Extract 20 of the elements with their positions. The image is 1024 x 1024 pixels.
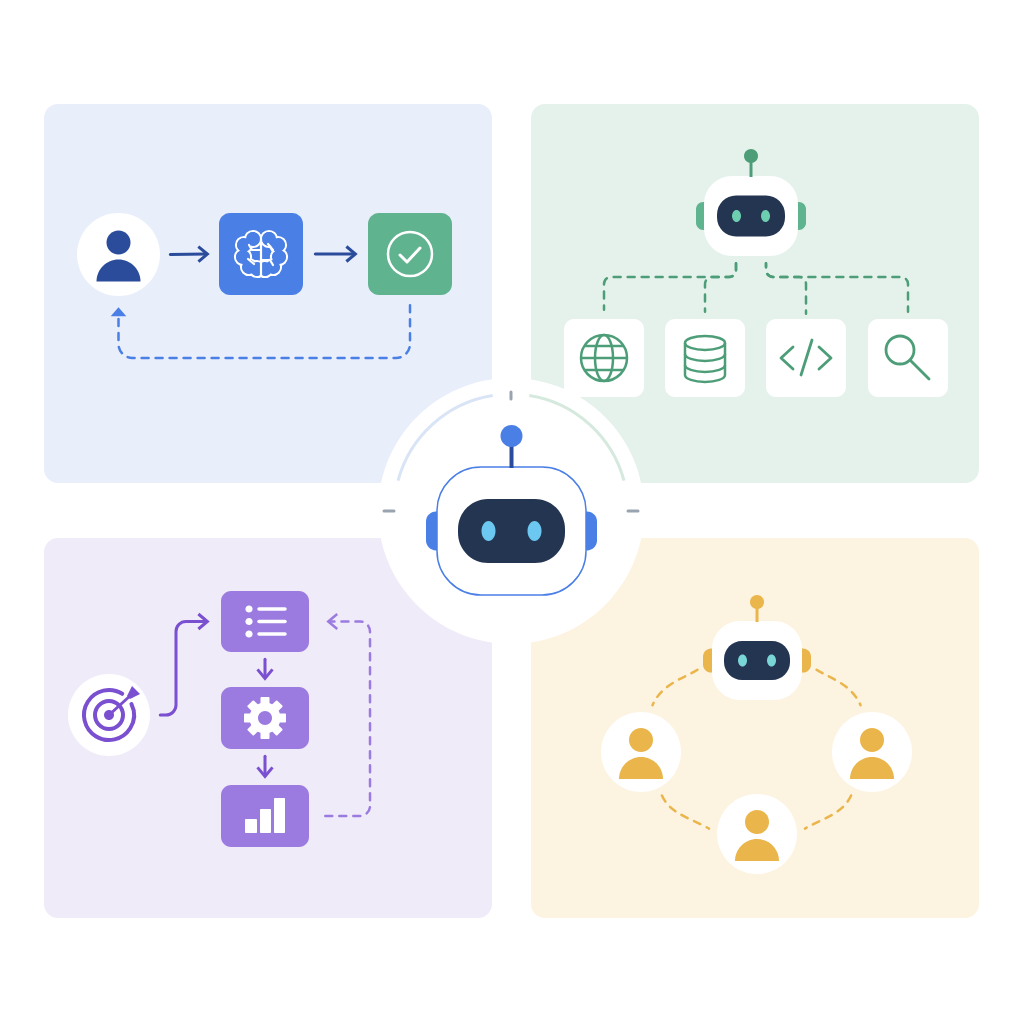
dashed-arrow: [324, 613, 372, 818]
arrow: [256, 754, 274, 779]
icon-circle: [68, 674, 150, 756]
icon-tile: [221, 591, 309, 652]
dashed-connector-line: [651, 668, 699, 707]
dashed-arrow: [110, 304, 412, 360]
icon-tile: [368, 213, 452, 295]
dashed-connector-line: [803, 794, 853, 830]
icon-tile: [868, 319, 948, 397]
icon-tile: [766, 319, 846, 397]
dashed-connector-line: [815, 668, 862, 707]
dashed-connector-line: [703, 262, 738, 313]
robot-icon: [426, 425, 597, 596]
dashed-connector-line: [764, 262, 910, 313]
robot-icon: [703, 595, 811, 700]
arrow: [168, 245, 210, 263]
arrow: [256, 657, 274, 681]
dashed-connector-line: [660, 794, 711, 830]
robot-icon: [696, 149, 806, 256]
arrow: [313, 245, 358, 263]
